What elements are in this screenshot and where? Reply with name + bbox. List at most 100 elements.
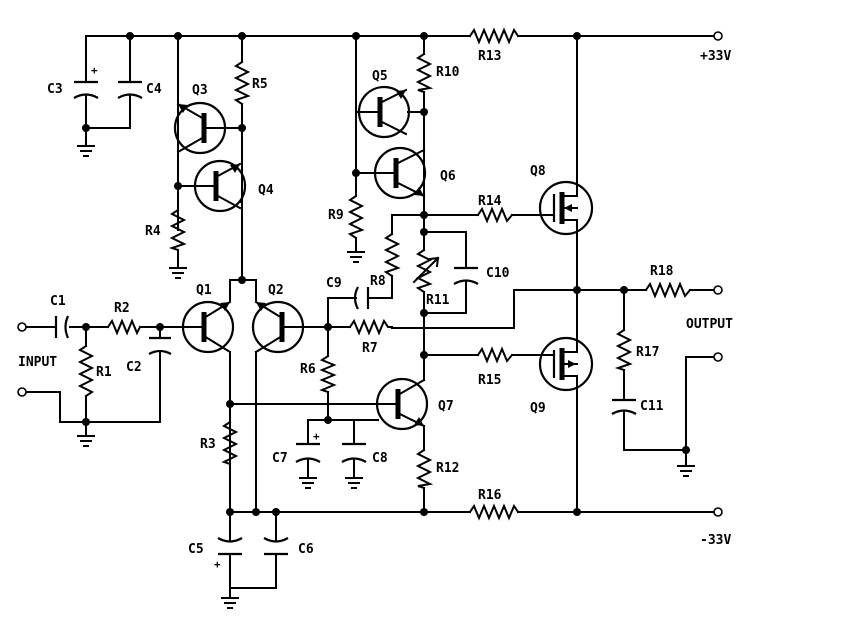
capacitor-c7 <box>295 442 321 463</box>
capacitor-c2 <box>148 336 172 355</box>
resistor-r18 <box>644 281 692 299</box>
terminal-vplus <box>713 31 723 41</box>
label-r5: R5 <box>252 77 268 92</box>
label-q1: Q1 <box>196 283 212 298</box>
junctions <box>82 32 690 516</box>
transistors <box>173 85 594 431</box>
label-output: OUTPUT <box>686 317 733 332</box>
label-q5: Q5 <box>372 69 388 84</box>
label-q6: Q6 <box>440 169 456 184</box>
capacitor-c8 <box>341 442 367 463</box>
terminal-input-ground <box>17 387 27 397</box>
transistor-q6 <box>373 146 427 200</box>
label-c5: C5 <box>188 542 204 557</box>
resistor-r16 <box>468 503 520 521</box>
polarity-c5: + <box>214 558 221 571</box>
capacitor-c4 <box>117 80 143 99</box>
transistor-q5 <box>357 85 411 139</box>
transistor-q3 <box>173 101 227 155</box>
capacitors <box>54 80 637 556</box>
resistor-r6 <box>319 354 337 394</box>
label-r14: R14 <box>478 194 502 209</box>
resistor-r10 <box>415 52 434 94</box>
label-c10: C10 <box>486 266 510 281</box>
mosfet-q8 <box>538 180 594 237</box>
capacitor-c1 <box>54 315 70 339</box>
resistor-r11 <box>415 248 433 294</box>
resistor-r1 <box>77 344 95 398</box>
label-c1: C1 <box>50 294 66 309</box>
terminal-output-ground <box>713 352 723 362</box>
label-c8: C8 <box>372 451 388 466</box>
label-q2: Q2 <box>268 283 284 298</box>
terminal-input <box>17 322 27 332</box>
label-r17: R17 <box>636 345 659 360</box>
label-r13: R13 <box>478 49 501 64</box>
ground-icon <box>677 465 695 477</box>
label-c11: C11 <box>640 399 664 414</box>
resistor-r5 <box>233 60 251 106</box>
transistor-q1 <box>181 300 235 354</box>
resistor-r13 <box>468 27 520 45</box>
label-q4: Q4 <box>258 183 274 198</box>
label-r11: R11 <box>426 293 450 308</box>
resistor-r17 <box>614 328 633 372</box>
labels: C3 C4 Q3 R5 Q4 R4 Q5 R10 R13 +33V Q6 Q8 … <box>18 49 733 571</box>
transistor-q2 <box>251 300 305 354</box>
ground-icon <box>77 145 95 157</box>
label-c7: C7 <box>272 451 288 466</box>
terminals <box>17 31 723 517</box>
resistor-r15 <box>476 346 514 364</box>
resistor-r3 <box>221 420 239 466</box>
label-r9: R9 <box>328 208 344 223</box>
label-r1: R1 <box>96 365 112 380</box>
label-r18: R18 <box>650 264 674 279</box>
label-r4: R4 <box>145 224 161 239</box>
r11-adjust-arrow <box>412 256 440 284</box>
label-r10: R10 <box>436 65 460 80</box>
ground-icon <box>169 267 187 279</box>
label-c3: C3 <box>47 82 63 97</box>
capacitor-c11 <box>611 398 637 415</box>
ground-icon <box>221 597 239 609</box>
resistor-r12 <box>415 448 434 490</box>
label-c9: C9 <box>326 276 342 291</box>
resistors <box>77 27 692 521</box>
label-vplus: +33V <box>700 49 731 64</box>
ground-icon <box>77 435 95 447</box>
ground-icon <box>345 477 363 489</box>
label-r2: R2 <box>114 301 130 316</box>
polarity-c3: + <box>91 64 98 77</box>
label-r16: R16 <box>478 488 502 503</box>
capacitor-c10 <box>453 266 479 285</box>
resistor-r7 <box>348 318 393 336</box>
label-vminus: -33V <box>700 533 731 548</box>
label-q8: Q8 <box>530 164 546 179</box>
capacitor-c3 <box>73 80 99 99</box>
label-r3: R3 <box>200 437 216 452</box>
resistor-r2 <box>106 318 142 336</box>
label-r6: R6 <box>300 362 316 377</box>
capacitor-c9 <box>353 286 370 310</box>
label-q3: Q3 <box>192 83 208 98</box>
label-c4: C4 <box>146 82 162 97</box>
wires <box>25 35 715 599</box>
ground-icon <box>299 477 317 489</box>
ground-icon <box>347 251 365 263</box>
label-q9: Q9 <box>530 401 546 416</box>
terminal-output <box>713 285 723 295</box>
label-r15: R15 <box>478 373 501 388</box>
label-q7: Q7 <box>438 399 454 414</box>
transistor-q7 <box>375 377 429 431</box>
mosfet-q9 <box>538 336 594 392</box>
transistor-q4 <box>193 159 247 213</box>
label-r8: R8 <box>370 274 386 289</box>
label-r12: R12 <box>436 461 459 476</box>
grounds <box>77 145 695 609</box>
label-c6: C6 <box>298 542 314 557</box>
label-input: INPUT <box>18 355 57 370</box>
polarity-c7: + <box>313 430 320 443</box>
capacitor-c6 <box>263 537 289 556</box>
resistor-r14 <box>476 206 514 224</box>
